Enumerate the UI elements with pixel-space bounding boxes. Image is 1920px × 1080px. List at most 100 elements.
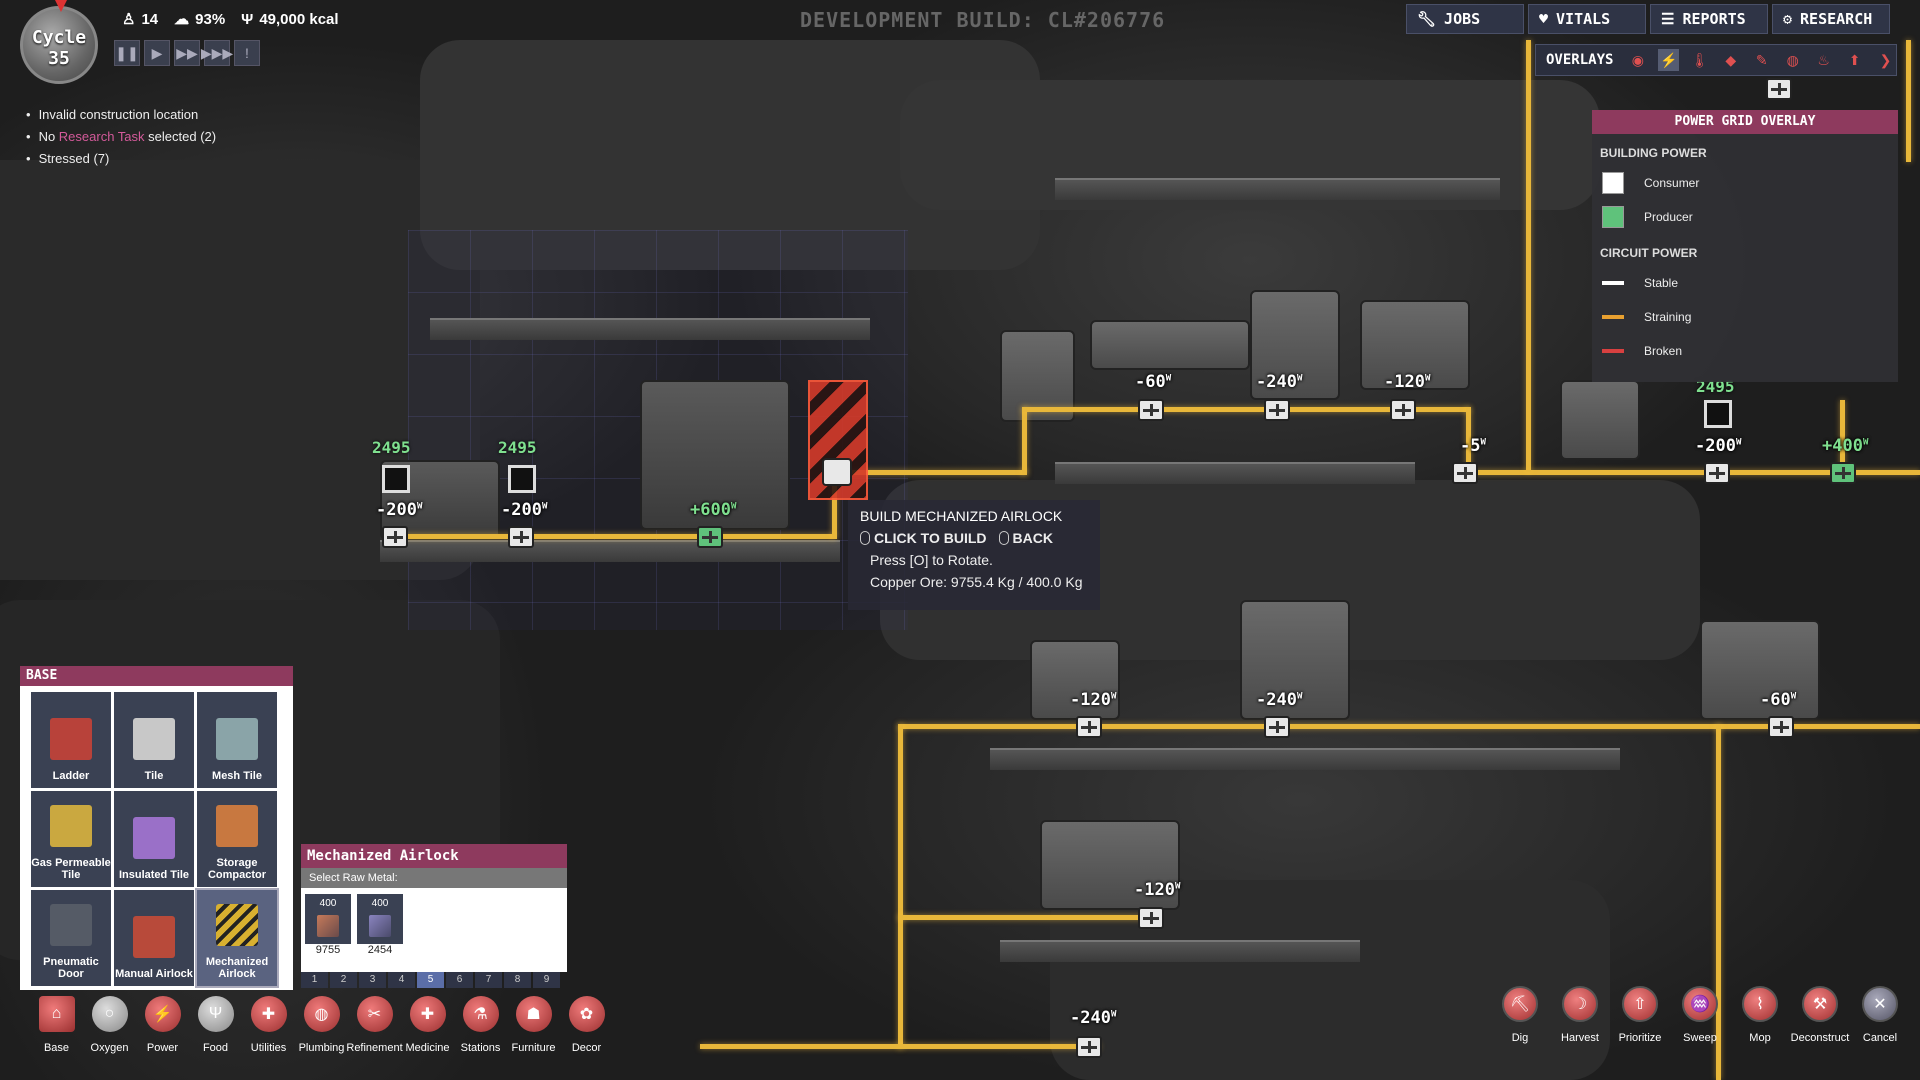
machine[interactable] (640, 380, 790, 530)
power-connector[interactable] (1138, 907, 1164, 929)
generator-connector[interactable] (697, 526, 723, 548)
category-power[interactable]: ⚡Power (136, 996, 189, 1066)
power-connector[interactable] (1138, 399, 1164, 421)
light-overlay-icon[interactable]: ✎ (1755, 51, 1768, 68)
vitals-button[interactable]: ♥VITALS (1528, 4, 1646, 34)
temperature-overlay-icon[interactable]: 🌡︎ (1690, 51, 1709, 68)
prioritize-tool[interactable]: ⇧Prioritize (1610, 986, 1670, 1066)
machine[interactable] (1090, 320, 1250, 370)
deconstruct-tool[interactable]: ⚒Deconstruct (1790, 986, 1850, 1066)
speed-3-button[interactable]: ▶▶▶ (201, 40, 233, 66)
power-connector[interactable] (1452, 462, 1478, 484)
category-refinement[interactable]: ✂Refinement (346, 996, 403, 1066)
build-item-mesh-tile[interactable]: Mesh Tile (197, 692, 277, 788)
power-connector[interactable] (1704, 462, 1730, 484)
power-connector[interactable] (1264, 716, 1290, 738)
stress-stat[interactable]: ☁93% (174, 10, 226, 29)
power-overlay-icon[interactable]: ⚡ (1658, 49, 1680, 71)
base-build-panel: BASE Ladder Tile Mesh Tile Gas Permeable… (20, 666, 293, 990)
mop-tool[interactable]: ⌇Mop (1730, 986, 1790, 1066)
materials-overlay-icon[interactable]: ◆ (1725, 51, 1737, 68)
oxygen-overlay-icon[interactable]: ◉ (1631, 51, 1645, 68)
stable-swatch (1602, 281, 1624, 285)
priority-3[interactable]: 3 (359, 972, 386, 988)
pneumatic-door-icon (50, 904, 92, 946)
category-oxygen[interactable]: ○Oxygen (83, 996, 136, 1066)
dig-tool[interactable]: ⛏Dig (1490, 986, 1550, 1066)
battery[interactable] (1704, 400, 1732, 428)
plumbing-overlay-icon[interactable]: ◍ (1786, 51, 1799, 68)
machine[interactable] (1030, 640, 1120, 720)
battery[interactable] (508, 465, 536, 493)
harvest-tool[interactable]: ☽Harvest (1550, 986, 1610, 1066)
dev-build-label: DEVELOPMENT BUILD: CL#206776 (800, 8, 1166, 32)
cancel-tool[interactable]: ✕Cancel (1850, 986, 1910, 1066)
material-option-metal[interactable]: 400 2454 (357, 894, 403, 956)
alert-item[interactable]: Invalid construction location (26, 104, 216, 126)
machine[interactable] (1040, 820, 1180, 910)
alert-item[interactable]: No Research Task selected (2) (26, 126, 217, 148)
machine[interactable] (1560, 380, 1640, 460)
category-furniture[interactable]: ☗Furniture (507, 996, 560, 1066)
build-item-mechanized-airlock[interactable]: Mechanized Airlock (195, 888, 279, 988)
alert-item[interactable]: Stressed (7) (26, 148, 216, 170)
power-connector[interactable] (1076, 716, 1102, 738)
battery[interactable] (382, 465, 410, 493)
more-overlays-icon[interactable]: ❯ (1879, 51, 1892, 68)
reports-button[interactable]: ☰REPORTS (1650, 4, 1768, 34)
build-item-insulated-tile[interactable]: Insulated Tile (114, 791, 194, 887)
power-connector[interactable] (382, 526, 408, 548)
machine[interactable] (1700, 620, 1820, 720)
pause-button[interactable]: ❚❚ (114, 40, 140, 66)
jobs-button[interactable]: 🔧︎JOBS (1406, 4, 1524, 34)
priority-number-bar: 1 2 3 4 5 6 7 8 9 (301, 972, 560, 988)
build-item-storage-compactor[interactable]: Storage Compactor (197, 791, 277, 887)
machine[interactable] (1240, 600, 1350, 720)
cycle-badge[interactable]: Cycle 35 (20, 6, 98, 84)
material-cost: 400 (371, 898, 389, 909)
power-connector[interactable] (1768, 716, 1794, 738)
machine[interactable] (1250, 290, 1340, 400)
category-utilities[interactable]: ✚Utilities (242, 996, 295, 1066)
build-item-gas-permeable-tile[interactable]: Gas Permeable Tile (31, 791, 111, 887)
priority-7[interactable]: 7 (475, 972, 502, 988)
build-item-pneumatic-door[interactable]: Pneumatic Door (31, 890, 111, 986)
priority-8[interactable]: 8 (504, 972, 531, 988)
priority-2[interactable]: 2 (330, 972, 357, 988)
power-connector[interactable] (1264, 399, 1290, 421)
research-button[interactable]: ⚙RESEARCH (1772, 4, 1890, 34)
power-connector[interactable] (1076, 1036, 1102, 1058)
machine[interactable] (1000, 330, 1075, 422)
power-connector[interactable] (1766, 78, 1792, 100)
research-task-link[interactable]: Research Task (58, 129, 145, 144)
power-connector[interactable] (1390, 399, 1416, 421)
priority-5[interactable]: 5 (417, 972, 444, 988)
ventilation-overlay-icon[interactable]: ♨ (1817, 51, 1830, 68)
priority-9[interactable]: 9 (533, 972, 560, 988)
category-plumbing[interactable]: ◍Plumbing (295, 996, 348, 1066)
category-medicine[interactable]: ✚Medicine (401, 996, 454, 1066)
speed-1-button[interactable]: ▶ (144, 40, 170, 66)
priority-1[interactable]: 1 (301, 972, 328, 988)
sweep-tool[interactable]: ♒Sweep (1670, 986, 1730, 1066)
build-item-ladder[interactable]: Ladder (31, 692, 111, 788)
category-decor[interactable]: ✿Decor (560, 996, 613, 1066)
red-alert-button[interactable]: ! (234, 40, 260, 66)
power-connector[interactable] (508, 526, 534, 548)
category-stations[interactable]: ⚗Stations (454, 996, 507, 1066)
build-item-manual-airlock[interactable]: Manual Airlock (114, 890, 194, 986)
decor-overlay-icon[interactable]: ⬆ (1848, 51, 1861, 68)
priority-6[interactable]: 6 (446, 972, 473, 988)
build-item-tile[interactable]: Tile (114, 692, 194, 788)
duplicant-count[interactable]: ♙14 (122, 10, 159, 29)
wattage-label: -60W (1760, 690, 1797, 710)
priority-4[interactable]: 4 (388, 972, 415, 988)
speed-2-button[interactable]: ▶▶ (174, 40, 200, 66)
generator-connector[interactable] (1830, 462, 1856, 484)
machine[interactable] (1360, 300, 1470, 390)
material-option-copper-ore[interactable]: 400 9755 (305, 894, 351, 956)
power-wire (1716, 724, 1721, 1080)
category-base[interactable]: ⌂Base (30, 996, 83, 1066)
